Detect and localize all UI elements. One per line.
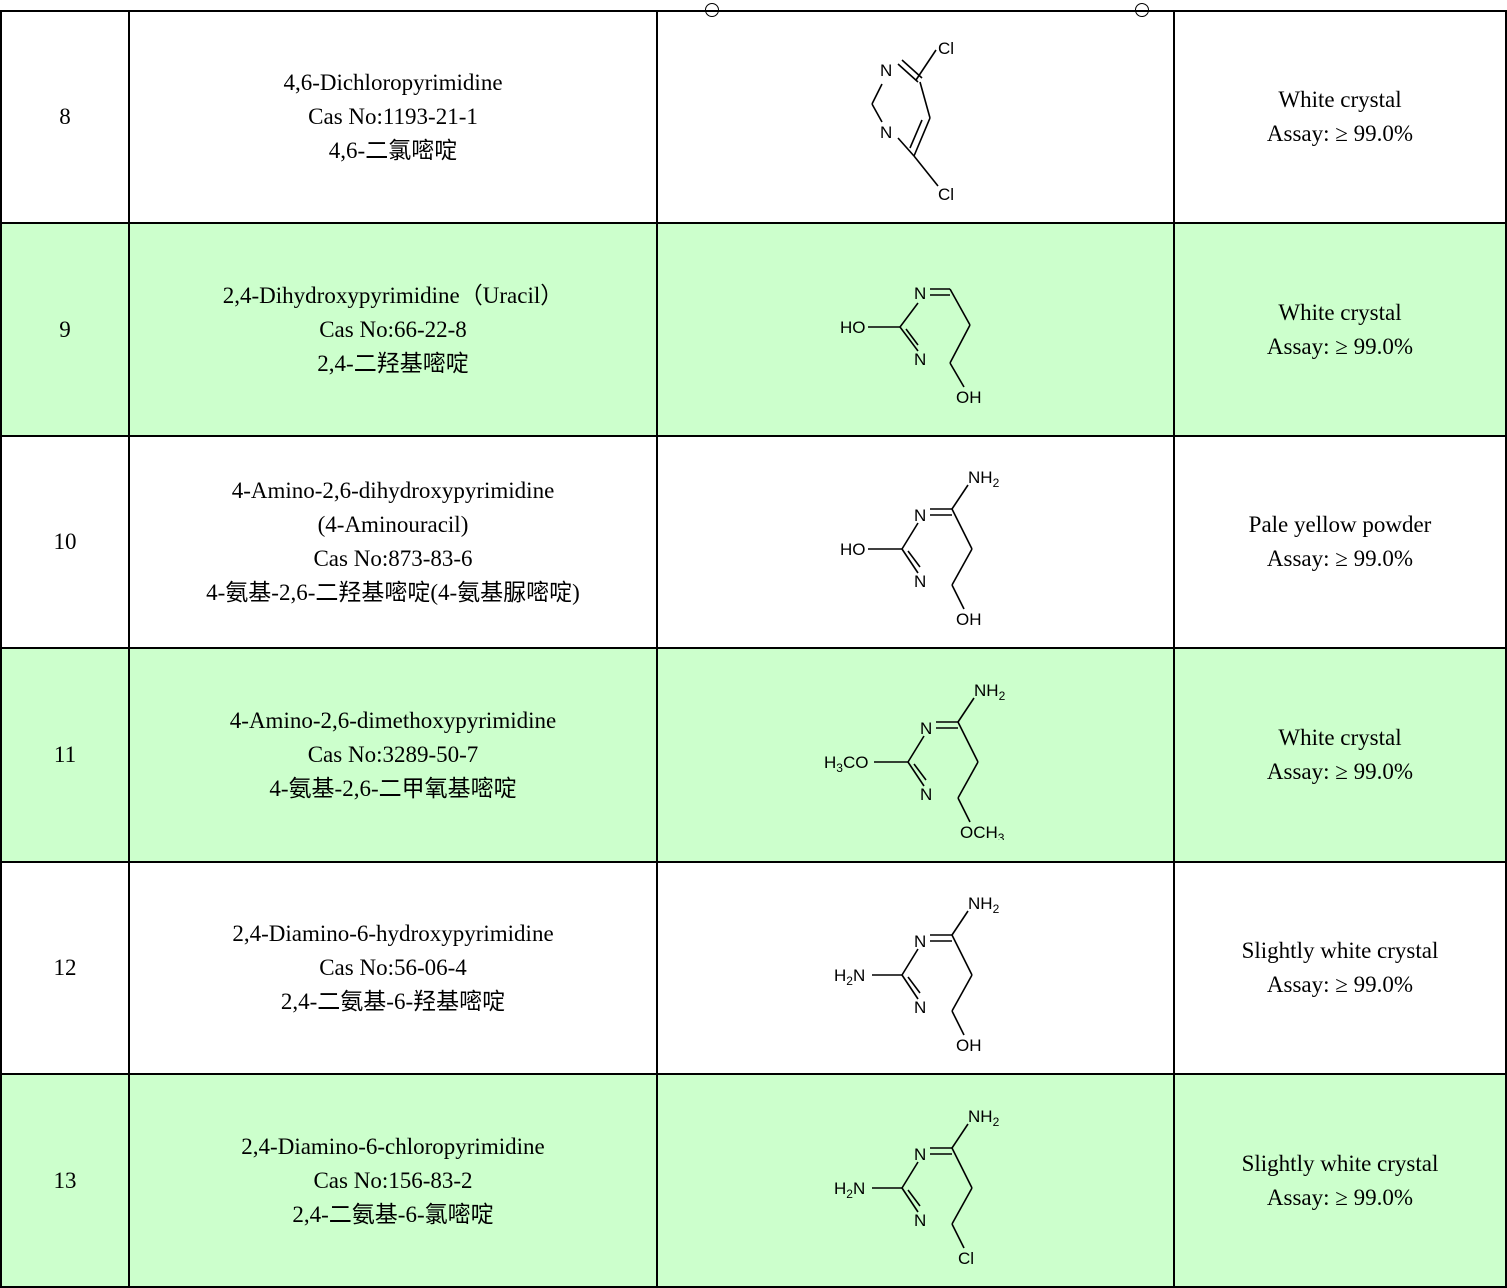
table-row: 11 4-Amino-2,6-dimethoxypyrimidine Cas N… bbox=[0, 647, 1507, 863]
product-name-cn: 4-氨基-2,6-二羟基嘧啶(4-氨基脲嘧啶) bbox=[206, 580, 580, 605]
atom-label: HO bbox=[840, 540, 866, 559]
atom-label: N bbox=[920, 785, 932, 804]
structure-cell: N HO N OH bbox=[656, 222, 1175, 437]
table-row: 12 2,4-Diamino-6-hydroxypyrimidine Cas N… bbox=[0, 861, 1507, 1075]
atom-label: N bbox=[880, 123, 892, 142]
atom-label: OCH3 bbox=[960, 823, 1005, 840]
assay: Assay: ≥ 99.0% bbox=[1266, 121, 1414, 146]
product-name-cell: 4,6-Dichloropyrimidine Cas No:1193-21-1 … bbox=[128, 10, 658, 224]
atom-label: NH2 bbox=[968, 894, 1000, 916]
product-name-cell: 2,4-Diamino-6-hydroxypyrimidine Cas No:5… bbox=[128, 861, 658, 1075]
appearance: White crystal bbox=[1278, 87, 1402, 112]
product-name-cell: 4-Amino-2,6-dihydroxypyrimidine (4-Amino… bbox=[128, 435, 658, 649]
atom-label: N bbox=[920, 719, 932, 738]
structure-cell: NH2 N H2N N OH bbox=[656, 861, 1175, 1075]
row-number: 9 bbox=[0, 222, 130, 437]
product-name-en: 2,4-Diamino-6-chloropyrimidine bbox=[241, 1133, 545, 1159]
appearance: Slightly white crystal bbox=[1241, 1150, 1439, 1176]
diaminochloropyrimidine-structure-icon: NH2 N H2N N Cl bbox=[834, 1107, 1000, 1266]
atom-label: Cl bbox=[938, 185, 954, 202]
atom-label: N bbox=[914, 572, 926, 591]
diaminohydroxypyrimidine-structure-icon: NH2 N H2N N OH bbox=[834, 894, 1000, 1053]
atom-label: N bbox=[914, 1211, 926, 1230]
atom-label: NH2 bbox=[968, 1107, 1000, 1129]
product-name-cell: 2,4-Dihydroxypyrimidine（Uracil） Cas No:6… bbox=[128, 222, 658, 437]
product-name-en: 4,6-Dichloropyrimidine bbox=[283, 70, 503, 95]
atom-label: N bbox=[914, 998, 926, 1017]
atom-label: H2N bbox=[834, 966, 865, 988]
aminouracil-structure-icon: NH2 N HO N OH bbox=[840, 468, 1000, 627]
structure-cell: NH2 N H2N N Cl bbox=[656, 1073, 1175, 1288]
atom-label: N bbox=[914, 350, 926, 369]
description-cell: White crystal Assay: ≥ 99.0% bbox=[1173, 647, 1507, 863]
atom-label: N bbox=[914, 284, 926, 303]
product-table: 8 4,6-Dichloropyrimidine Cas No:1193-21-… bbox=[0, 10, 1507, 1288]
atom-label: H3CO bbox=[824, 753, 868, 775]
structure-cell: NH2 N HO N OH bbox=[656, 435, 1175, 649]
product-name-cn: 4-氨基-2,6-二甲氧基嘧啶 bbox=[269, 776, 517, 801]
product-name-en: 2,4-Diamino-6-hydroxypyrimidine bbox=[232, 921, 554, 946]
atom-label: N bbox=[880, 61, 892, 80]
product-name-cell: 4-Amino-2,6-dimethoxypyrimidine Cas No:3… bbox=[128, 647, 658, 863]
description-cell: White crystal Assay: ≥ 99.0% bbox=[1173, 222, 1507, 437]
table-row: 10 4-Amino-2,6-dihydroxypyrimidine (4-Am… bbox=[0, 435, 1507, 649]
description-cell: Pale yellow powder Assay: ≥ 99.0% bbox=[1173, 435, 1507, 649]
row-number: 13 bbox=[0, 1073, 130, 1288]
product-name-cell: 2,4-Diamino-6-chloropyrimidine Cas No:15… bbox=[128, 1073, 658, 1288]
product-name-cn: 2,4-二氨基-6-氯嘧啶 bbox=[292, 1201, 494, 1227]
appearance: White crystal bbox=[1278, 725, 1402, 750]
assay: Assay: ≥ 99.0% bbox=[1266, 972, 1414, 997]
structure-cell: NH2 N H3CO N OCH3 bbox=[656, 647, 1175, 863]
appearance: Slightly white crystal bbox=[1241, 938, 1439, 963]
atom-label: N bbox=[914, 506, 926, 525]
uracil-structure-icon: N HO N OH bbox=[840, 284, 982, 405]
atom-label: H2N bbox=[834, 1179, 865, 1201]
atom-label: OH bbox=[956, 1036, 982, 1053]
appearance: Pale yellow powder bbox=[1248, 512, 1432, 537]
product-name-cn: 4,6-二氯嘧啶 bbox=[328, 138, 458, 163]
dichloropyrimidine-structure-icon: Cl N N Cl bbox=[870, 39, 954, 202]
cas-number: Cas No:66-22-8 bbox=[319, 316, 467, 342]
table-row: 9 2,4-Dihydroxypyrimidine（Uracil） Cas No… bbox=[0, 222, 1507, 437]
product-name-en: 2,4-Dihydroxypyrimidine（Uracil） bbox=[222, 282, 564, 308]
dimethoxypyrimidine-structure-icon: NH2 N H3CO N OCH3 bbox=[824, 681, 1006, 840]
row-number: 8 bbox=[0, 10, 130, 224]
assay: Assay: ≥ 99.0% bbox=[1266, 333, 1414, 359]
cas-number: Cas No:1193-21-1 bbox=[308, 104, 478, 129]
atom-label: Cl bbox=[958, 1249, 974, 1266]
table-row: 13 2,4-Diamino-6-chloropyrimidine Cas No… bbox=[0, 1073, 1507, 1288]
atom-label: OH bbox=[956, 388, 982, 405]
cas-number: Cas No:56-06-4 bbox=[319, 955, 467, 980]
atom-label: N bbox=[914, 1145, 926, 1164]
atom-label: Cl bbox=[938, 39, 954, 58]
row-number: 10 bbox=[0, 435, 130, 649]
table-row: 8 4,6-Dichloropyrimidine Cas No:1193-21-… bbox=[0, 10, 1507, 224]
appearance: White crystal bbox=[1278, 299, 1402, 325]
assay: Assay: ≥ 99.0% bbox=[1266, 759, 1414, 784]
cas-number: Cas No:873-83-6 bbox=[313, 546, 473, 571]
description-cell: Slightly white crystal Assay: ≥ 99.0% bbox=[1173, 861, 1507, 1075]
cas-number: Cas No:156-83-2 bbox=[313, 1167, 473, 1193]
atom-label: N bbox=[914, 932, 926, 951]
structure-cell: Cl N N Cl bbox=[656, 10, 1175, 224]
assay: Assay: ≥ 99.0% bbox=[1266, 546, 1414, 571]
cas-number: Cas No:3289-50-7 bbox=[307, 742, 479, 767]
product-name-cn: 2,4-二羟基嘧啶 bbox=[317, 350, 469, 376]
product-name-en: 4-Amino-2,6-dimethoxypyrimidine bbox=[229, 708, 557, 733]
assay: Assay: ≥ 99.0% bbox=[1266, 1184, 1414, 1210]
atom-label: OH bbox=[956, 610, 982, 627]
atom-label: HO bbox=[840, 318, 866, 337]
row-number: 12 bbox=[0, 861, 130, 1075]
row-number: 11 bbox=[0, 647, 130, 863]
description-cell: White crystal Assay: ≥ 99.0% bbox=[1173, 10, 1507, 224]
product-name-en: 4-Amino-2,6-dihydroxypyrimidine bbox=[231, 478, 555, 503]
product-name-en-alt: (4-Aminouracil) bbox=[317, 512, 469, 537]
atom-label: NH2 bbox=[974, 681, 1006, 703]
description-cell: Slightly white crystal Assay: ≥ 99.0% bbox=[1173, 1073, 1507, 1288]
atom-label: NH2 bbox=[968, 468, 1000, 490]
product-name-cn: 2,4-二氨基-6-羟基嘧啶 bbox=[280, 989, 506, 1014]
